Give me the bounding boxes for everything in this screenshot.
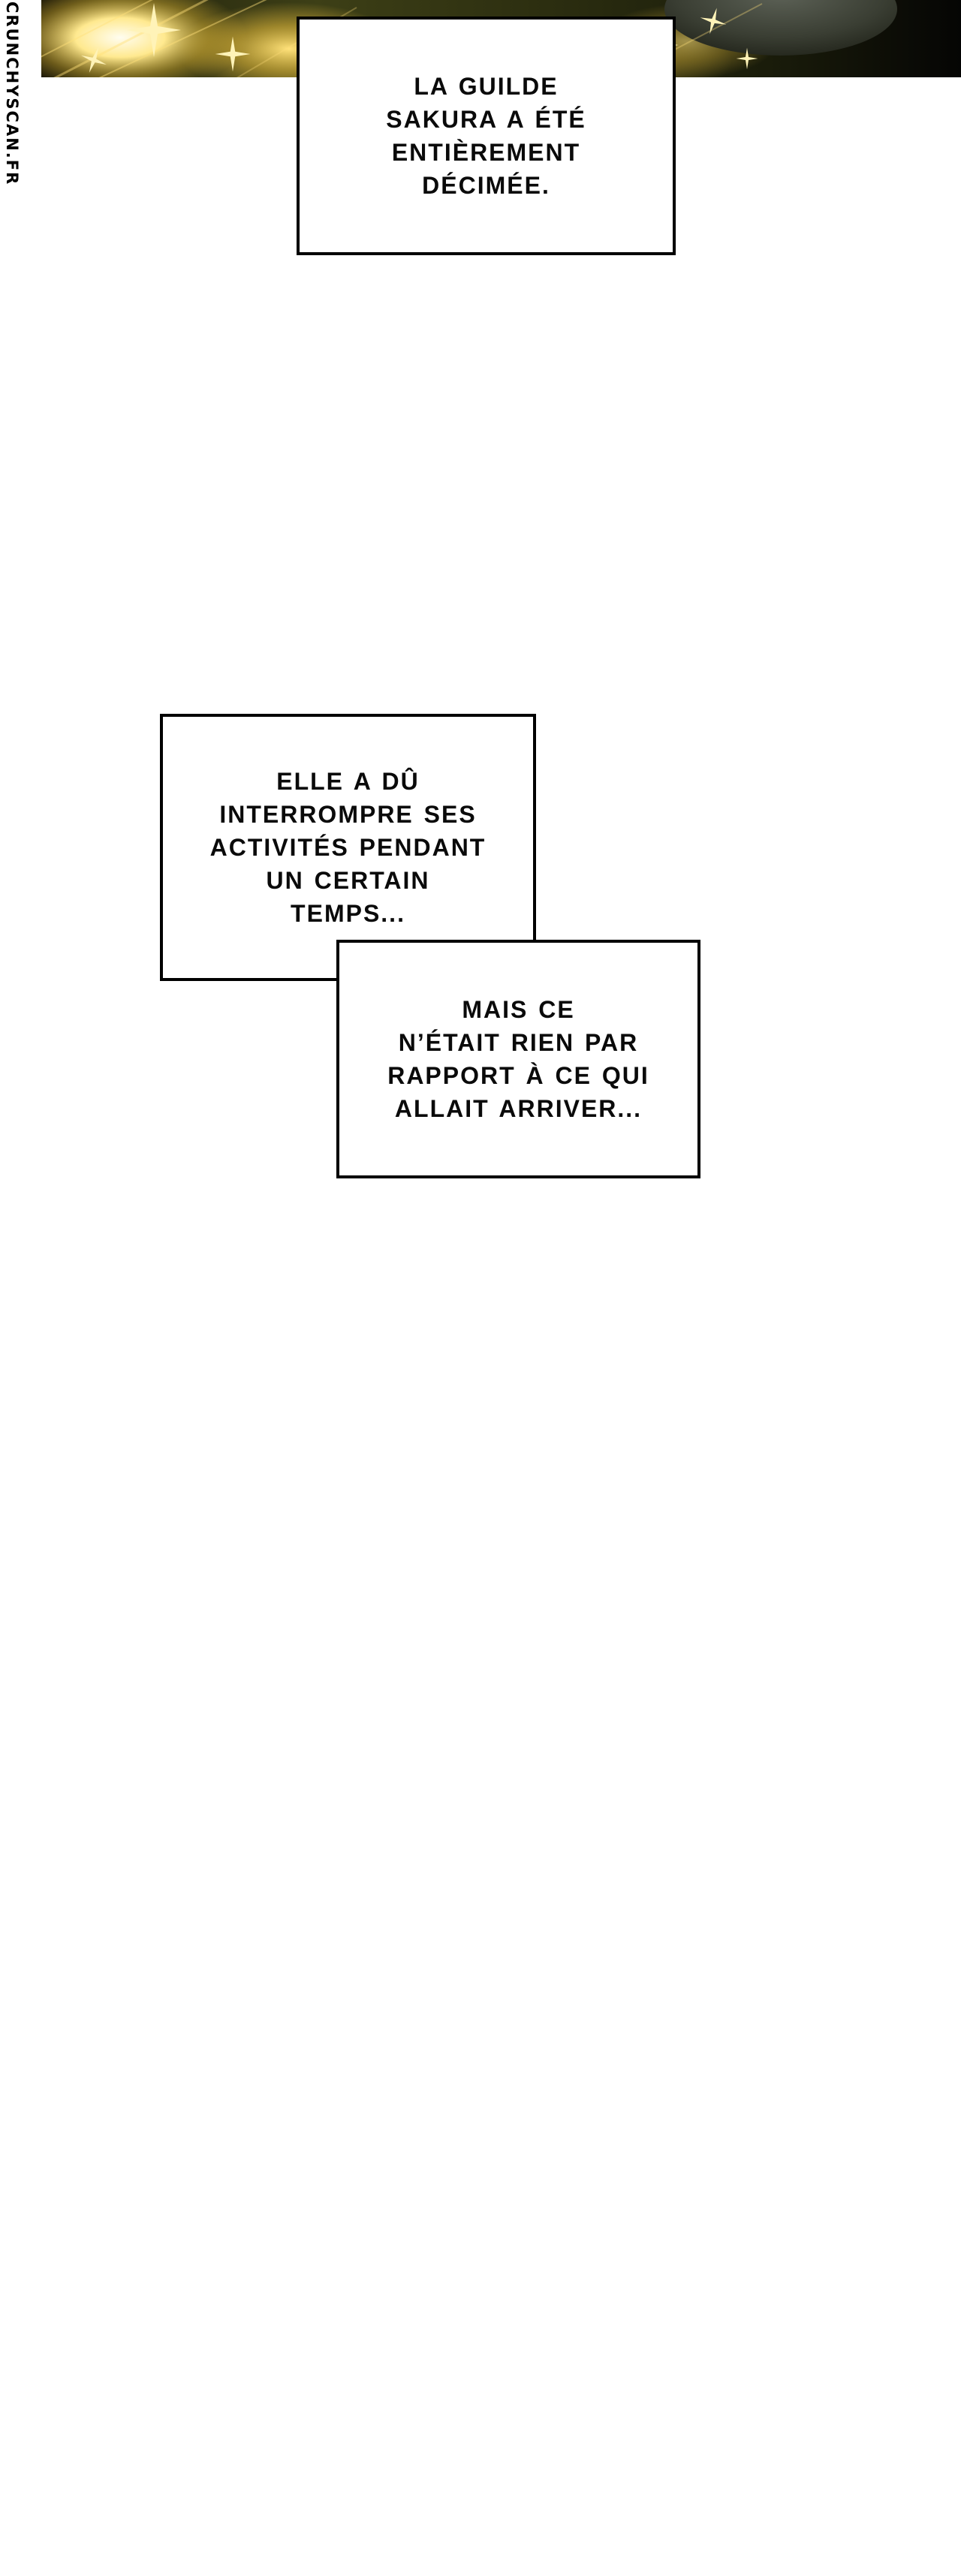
caption-line: UN CERTAIN [266, 867, 430, 894]
caption-box-guild: LA GUILDE SAKURA A ÉTÉ ENTIÈREMENT DÉCIM… [297, 17, 676, 255]
dark-object [664, 0, 897, 56]
caption-line: SAKURA A ÉTÉ [386, 106, 586, 133]
caption-line: MAIS CE [462, 996, 575, 1023]
caption-line: DÉCIMÉE. [422, 172, 550, 199]
caption-line: INTERROMPRE SES [219, 801, 477, 828]
caption-line: ENTIÈREMENT [391, 139, 581, 166]
caption-line: ELLE A DÛ [276, 768, 420, 795]
caption-box-foreshadow: MAIS CE N’ÉTAIT RIEN PAR RAPPORT À CE QU… [336, 940, 700, 1178]
caption-box-interruption: ELLE A DÛ INTERROMPRE SES ACTIVITÉS PEND… [160, 714, 536, 981]
caption-line: RAPPORT À CE QUI [387, 1062, 649, 1089]
caption-line: ALLAIT ARRIVER... [394, 1095, 643, 1122]
light-streaks [41, 0, 763, 77]
watermark-text: CRUNCHYSCAN.FR [3, 2, 21, 186]
caption-line: LA GUILDE [414, 73, 559, 100]
caption-line: TEMPS... [291, 900, 405, 927]
caption-line: ACTIVITÉS PENDANT [209, 834, 487, 861]
caption-line: N’ÉTAIT RIEN PAR [398, 1029, 639, 1056]
